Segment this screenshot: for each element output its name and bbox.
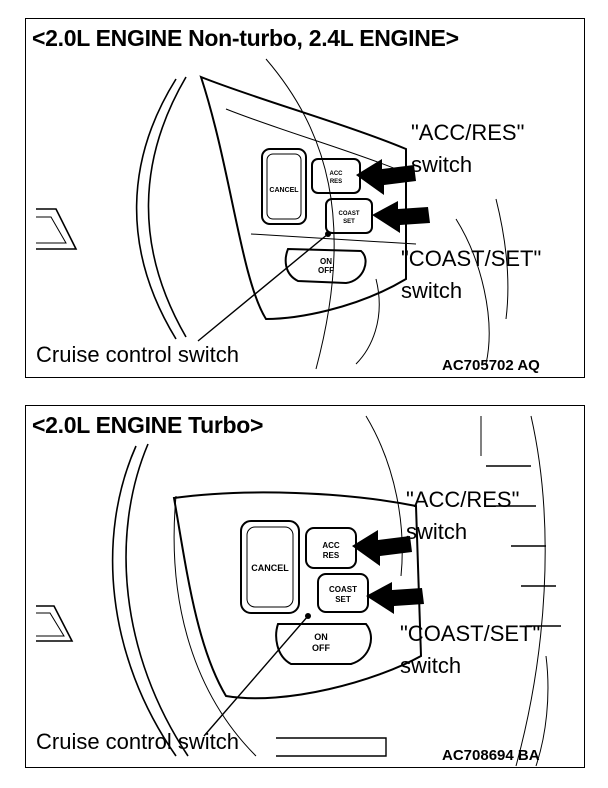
- set-button-label: SET: [343, 219, 355, 225]
- arrow-acc-icon: [352, 530, 412, 566]
- res-button-label: RES: [330, 179, 342, 185]
- set-button-label: SET: [335, 595, 351, 604]
- off-button-label: OFF: [318, 266, 334, 275]
- cancel-button-label: CANCEL: [251, 563, 289, 573]
- arrow-acc-icon: [356, 159, 416, 195]
- cancel-button-label: CANCEL: [269, 187, 299, 194]
- coast-set-label: "COAST/SET": [401, 246, 542, 271]
- cruise-control-switch-label: Cruise control switch: [36, 342, 239, 367]
- coast-button-label: COAST: [339, 211, 360, 217]
- acc-res-switch-label: switch: [406, 519, 468, 544]
- figure-code: AC705702 AQ: [442, 357, 540, 374]
- acc-button-label: ACC: [330, 171, 344, 177]
- arrow-coast-icon: [366, 582, 424, 614]
- coast-set-switch-label: switch: [400, 653, 462, 678]
- on-button-label: ON: [320, 257, 332, 266]
- off-button-label: OFF: [312, 643, 330, 653]
- leader-dot: [305, 613, 311, 619]
- cruise-control-switch-label: Cruise control switch: [36, 729, 239, 754]
- acc-button-label: ACC: [322, 541, 340, 550]
- on-button-label: ON: [314, 632, 328, 642]
- res-button-label: RES: [323, 551, 340, 560]
- steering-wheel-illustration: CANCEL ACC RES COAST SET ON OFF: [36, 415, 561, 767]
- acc-res-label: "ACC/RES": [406, 487, 520, 512]
- diagram-panel-non-turbo: CANCEL ACC RES COAST SET ON OFF <2.0L EN…: [25, 18, 585, 378]
- coast-set-label: "COAST/SET": [400, 621, 541, 646]
- diagram-panel-turbo: CANCEL ACC RES COAST SET ON OFF <2.0L EN…: [25, 405, 585, 768]
- arrow-coast-icon: [372, 201, 430, 233]
- coast-button-label: COAST: [329, 585, 357, 594]
- steering-wheel-illustration: CANCEL ACC RES COAST SET ON OFF: [36, 58, 509, 370]
- acc-res-switch-label: switch: [411, 152, 473, 177]
- panel-title: <2.0L ENGINE Non-turbo, 2.4L ENGINE>: [32, 25, 459, 51]
- figure-code: AC708694 BA: [442, 747, 540, 764]
- panel-title: <2.0L ENGINE Turbo>: [32, 412, 264, 438]
- acc-res-label: "ACC/RES": [411, 120, 525, 145]
- leader-dot: [325, 231, 331, 237]
- coast-set-switch-label: switch: [401, 278, 463, 303]
